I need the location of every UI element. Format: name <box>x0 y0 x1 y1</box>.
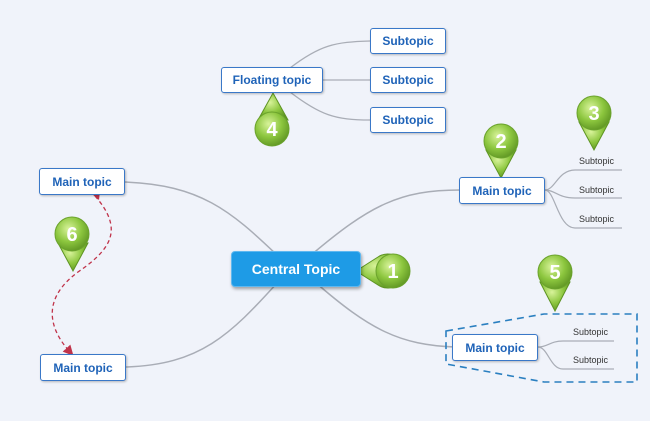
main-topic-left-upper[interactable]: Main topic <box>39 168 125 195</box>
main-topic-left-lower[interactable]: Main topic <box>40 354 126 381</box>
floating-subtopic-1[interactable]: Subtopic <box>370 28 446 54</box>
main-topic-left-upper-label: Main topic <box>52 174 112 189</box>
marker-3-label: 3 <box>588 103 599 125</box>
marker-1-label: 1 <box>387 261 398 283</box>
marker-6-label: 6 <box>66 224 77 246</box>
marker-3[interactable]: 3 <box>576 95 612 152</box>
connector-floating-sub-1 <box>289 40 371 69</box>
floating-topic-label: Floating topic <box>232 73 312 87</box>
connector-floating-sub-3 <box>289 91 371 121</box>
ru-subtopic-1[interactable]: Subtopic <box>579 156 615 166</box>
central-topic[interactable]: Central Topic <box>231 251 361 287</box>
main-topic-right-upper-label: Main topic <box>472 183 532 198</box>
floating-subtopic-3-label: Subtopic <box>382 113 434 127</box>
marker-4-label: 4 <box>266 119 278 141</box>
connector-central-left-lower <box>124 281 279 368</box>
floating-subtopic-2-label: Subtopic <box>382 73 434 87</box>
floating-subtopic-2[interactable]: Subtopic <box>370 67 446 93</box>
central-topic-label: Central Topic <box>251 261 341 277</box>
main-topic-right-lower[interactable]: Main topic <box>452 334 538 361</box>
connector-central-right-upper <box>309 189 461 257</box>
marker-6[interactable]: 6 <box>54 216 90 273</box>
marker-5[interactable]: 5 <box>537 254 573 313</box>
marker-2[interactable]: 2 <box>483 123 519 180</box>
connector-rl-sub-2 <box>537 346 614 370</box>
marker-2-label: 2 <box>495 131 506 153</box>
boundary-outline[interactable] <box>445 313 638 383</box>
connector-ru-sub-2 <box>544 189 622 199</box>
main-topic-right-upper[interactable]: Main topic <box>459 177 545 204</box>
connector-ru-sub-3 <box>544 189 622 229</box>
connector-central-right-lower <box>314 281 456 348</box>
main-topic-left-lower-label: Main topic <box>53 360 113 375</box>
connector-rl-sub-1 <box>537 340 614 348</box>
marker-1[interactable]: 1 <box>355 253 411 289</box>
ru-subtopic-2[interactable]: Subtopic <box>579 185 615 195</box>
marker-5-label: 5 <box>549 262 560 284</box>
relationship-line[interactable] <box>51 195 112 356</box>
floating-topic[interactable]: Floating topic <box>221 67 323 93</box>
ru-subtopic-3[interactable]: Subtopic <box>579 214 615 224</box>
floating-subtopic-1-label: Subtopic <box>382 34 434 48</box>
rl-subtopic-2[interactable]: Subtopic <box>573 355 609 365</box>
connector-central-left-upper <box>124 181 279 257</box>
rl-subtopic-1[interactable]: Subtopic <box>573 327 609 337</box>
marker-4[interactable]: 4 <box>254 91 290 147</box>
connector-ru-sub-1 <box>544 169 622 191</box>
floating-subtopic-3[interactable]: Subtopic <box>370 107 446 133</box>
main-topic-right-lower-label: Main topic <box>465 340 525 355</box>
